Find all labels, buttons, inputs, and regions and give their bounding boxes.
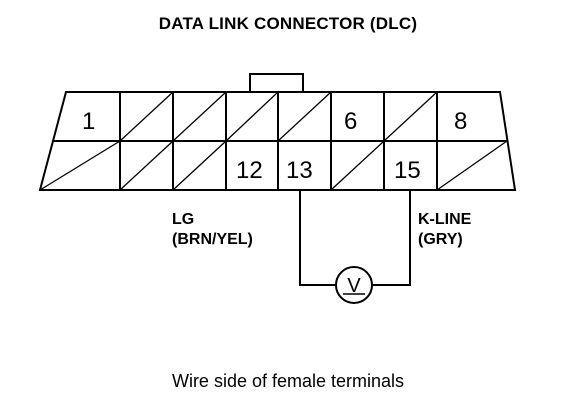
k-line-wire-label: K-LINE (GRY) bbox=[418, 210, 471, 250]
pin-13-label: 13 bbox=[286, 157, 313, 184]
voltmeter-icon bbox=[335, 266, 373, 304]
lg-wire-label: LG (BRN/YEL) bbox=[172, 210, 253, 250]
pin-15-label: 15 bbox=[394, 157, 421, 184]
voltmeter-symbol: V bbox=[347, 275, 361, 297]
lg-wire-name: LG bbox=[172, 211, 195, 228]
unused-cavity-hatching bbox=[39, 91, 508, 191]
test-lead-pin-15 bbox=[373, 190, 411, 286]
pin-8-label: 8 bbox=[454, 108, 467, 135]
diagram-caption: Wire side of female terminals bbox=[171, 371, 405, 391]
pin-1-label: 1 bbox=[82, 108, 95, 135]
k-line-wire-name: K-LINE bbox=[418, 211, 472, 228]
diagram-title: DATA LINK CONNECTOR (DLC) bbox=[158, 14, 418, 33]
connector-body bbox=[38, 91, 517, 191]
connector-latch bbox=[249, 73, 304, 92]
lg-wire-color: (BRN/YEL) bbox=[172, 231, 253, 248]
pin-12-label: 12 bbox=[236, 157, 263, 184]
k-line-wire-color: (GRY) bbox=[418, 231, 463, 248]
test-lead-pin-13 bbox=[299, 190, 336, 286]
pin-6-label: 6 bbox=[344, 108, 357, 135]
